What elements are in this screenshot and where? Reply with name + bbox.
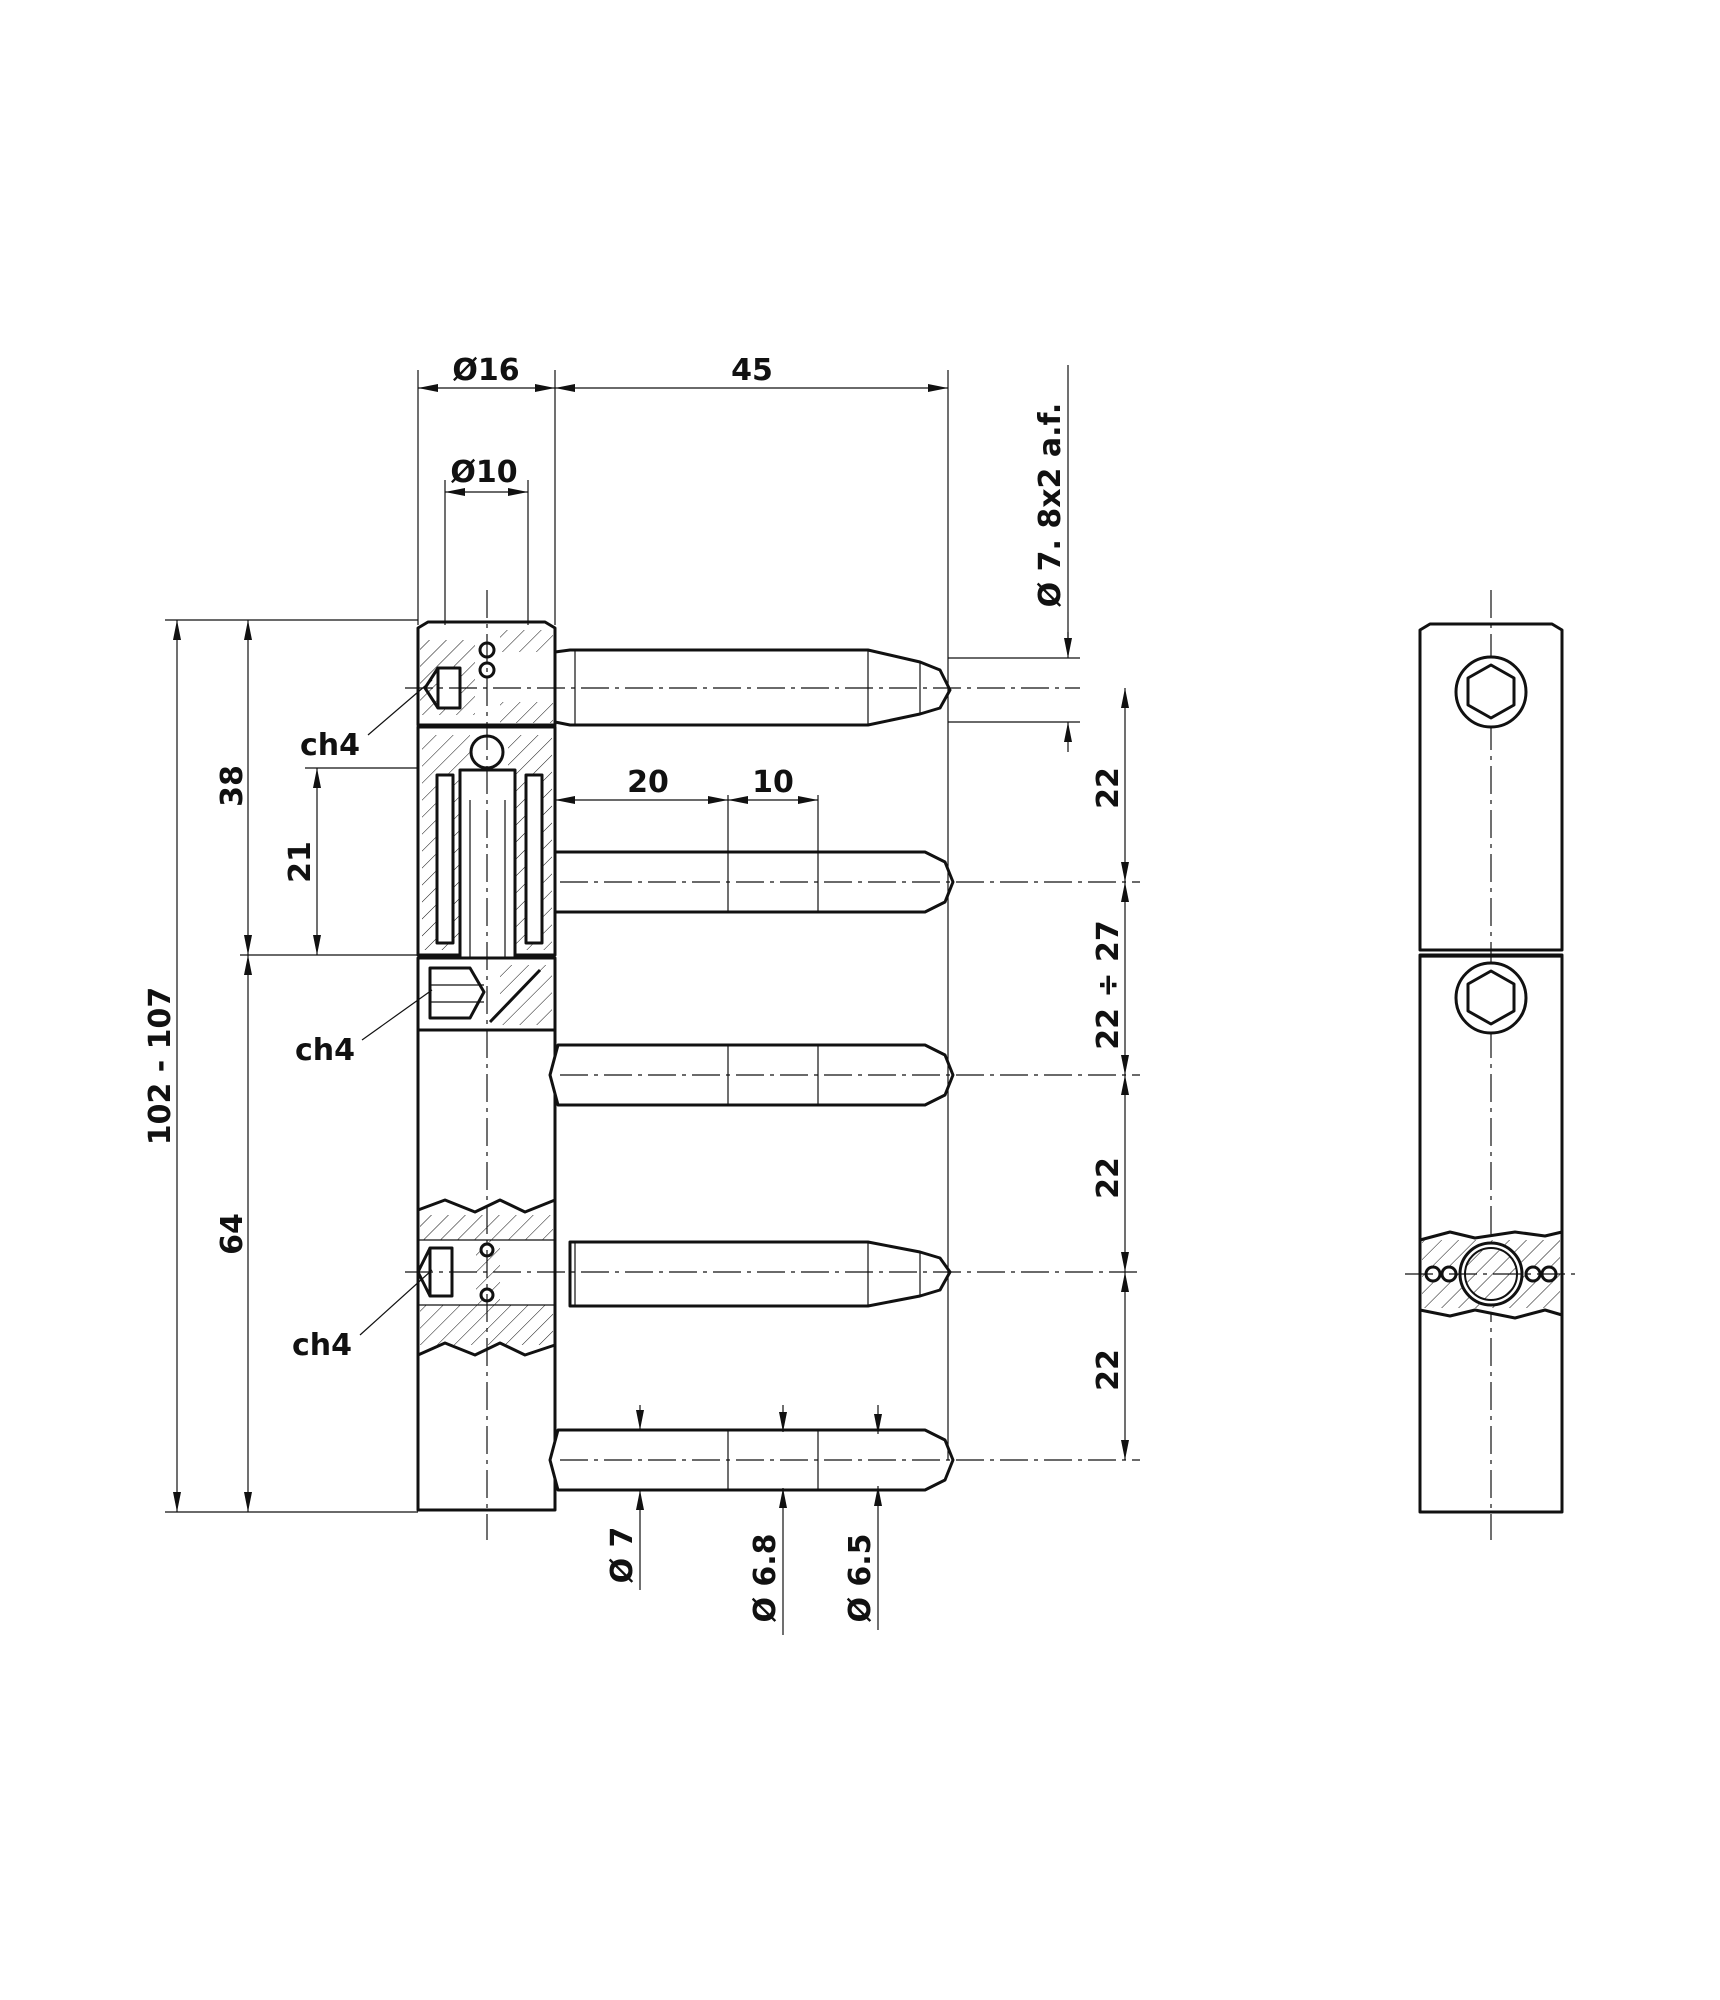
hex-socket-icon — [1454, 655, 1528, 729]
dim-lower-height: 64 — [215, 1213, 250, 1255]
dim-pin-diameter-1: Ø 7 — [605, 1527, 640, 1584]
dim-diameter-bore: Ø10 — [450, 455, 517, 490]
dimensions: Ø16 45 Ø10 20 10 102 - 107 38 64 21 — [143, 353, 1129, 1635]
label-hex-key-3: ch4 — [292, 1328, 352, 1363]
dim-spacing-4: 22 — [1091, 1349, 1126, 1391]
dim-spacing-2: 22 ÷ 27 — [1091, 920, 1126, 1050]
dim-upper-height: 38 — [215, 765, 250, 807]
dim-pin-section-1: 20 — [627, 765, 669, 800]
label-hex-key-2: ch4 — [295, 1033, 355, 1068]
dim-spacing-1: 22 — [1091, 767, 1126, 809]
dim-pin-diameter-3: Ø 6.5 — [843, 1533, 878, 1622]
dim-total-height: 102 - 107 — [143, 987, 178, 1146]
dim-pin-length: 45 — [731, 353, 773, 388]
dim-pin-diameter-2: Ø 6.8 — [748, 1533, 783, 1622]
dim-insert-depth: 21 — [283, 841, 318, 883]
insert-sleeve — [416, 725, 557, 1002]
dim-spacing-3: 22 — [1091, 1157, 1126, 1199]
front-view — [405, 590, 1140, 1540]
pin-4 — [568, 1240, 952, 1308]
label-hex-key-1: ch4 — [300, 728, 360, 763]
side-joint-section — [1405, 1230, 1580, 1320]
hex-socket-icon — [1454, 961, 1528, 1035]
dim-top-pin-diameter: Ø 7. 8x2 a.f. — [1033, 403, 1068, 608]
dim-pin-section-2: 10 — [752, 765, 794, 800]
side-view — [1405, 590, 1580, 1540]
dim-diameter-knuckle: Ø16 — [452, 353, 519, 388]
